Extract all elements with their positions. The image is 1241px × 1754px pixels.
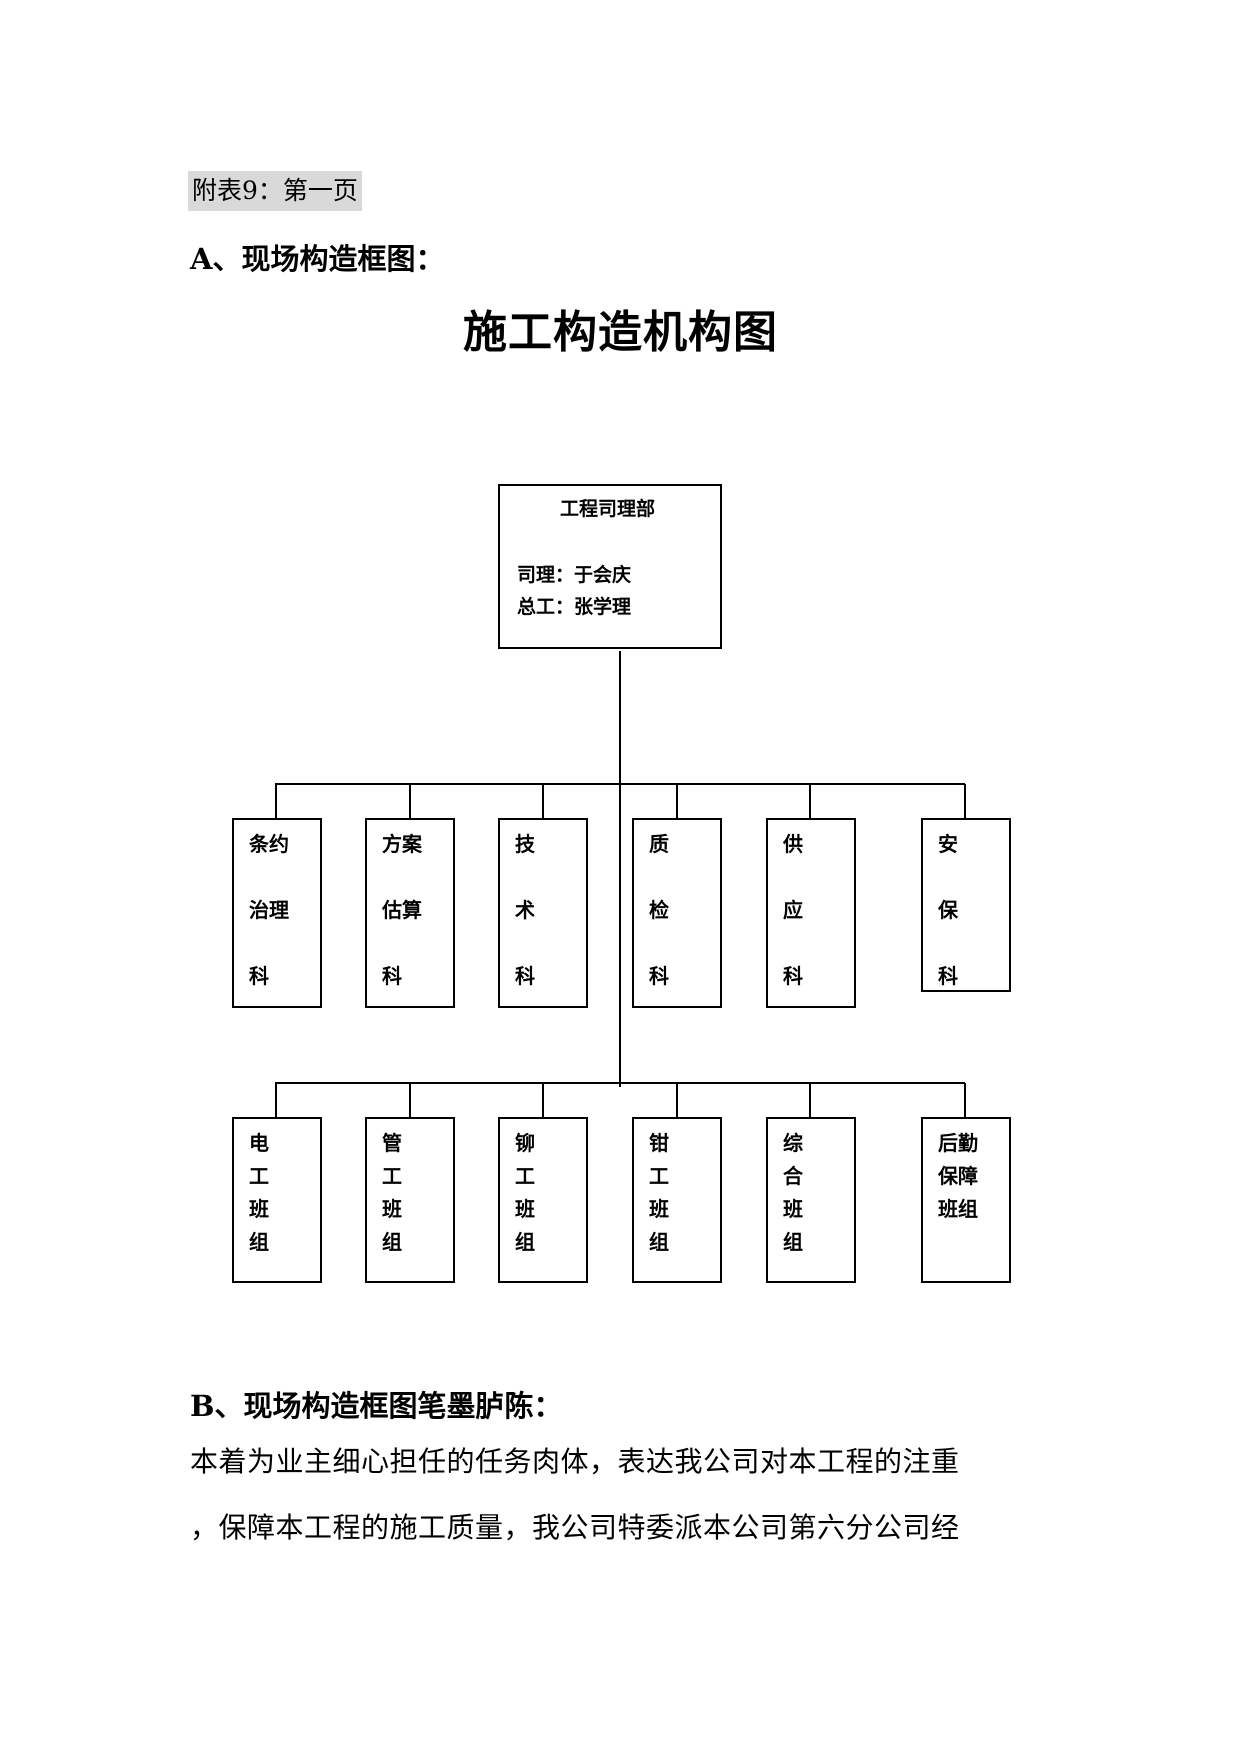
dept-label: 科: [938, 964, 958, 988]
team-label: 组: [382, 1230, 402, 1254]
team-label: 工: [515, 1164, 535, 1188]
manager-line: 司理：于会庆: [517, 564, 632, 586]
dept-label: 方案: [382, 832, 422, 856]
team-label: 班: [515, 1197, 535, 1221]
body-paragraph-line-2: ，保障本工程的施工质量，我公司特委派本公司第六分公司经: [190, 1511, 960, 1544]
dept-label: 科: [249, 964, 269, 988]
connector-dept-drop: [275, 784, 277, 819]
connector-dept-drop: [676, 784, 678, 819]
team-label: 钳: [649, 1131, 669, 1155]
team-label: 工: [649, 1164, 669, 1188]
team-label: 管: [382, 1131, 402, 1155]
dept-label: 科: [515, 964, 535, 988]
team-label: 组: [249, 1230, 269, 1254]
connector-dept-drop: [964, 784, 966, 819]
connector-dept-drop: [809, 784, 811, 819]
connector-dept-drop: [409, 784, 411, 819]
connector-team-bus: [275, 1082, 965, 1084]
team-box-general: 综 合 班 组: [766, 1117, 856, 1283]
dept-box-technical: 技 术 科: [498, 818, 588, 1008]
team-label: 铆: [515, 1131, 535, 1155]
team-label: 电: [249, 1131, 269, 1155]
dept-label: 条约: [249, 832, 289, 856]
team-label: 保障: [938, 1164, 978, 1188]
attachment-label: 附表9：第一页: [188, 171, 362, 211]
dept-label: 术: [515, 898, 535, 922]
dept-label: 估算: [382, 898, 422, 922]
dept-box-quality: 质 检 科: [632, 818, 722, 1008]
connector-team-drop: [542, 1083, 544, 1118]
dept-box-estimate: 方案 估算 科: [365, 818, 455, 1008]
team-box-riveting: 铆 工 班 组: [498, 1117, 588, 1283]
dept-box-supply: 供 应 科: [766, 818, 856, 1008]
section-b-heading: B、现场构造框图笔墨胪陈：: [190, 1389, 563, 1423]
team-label: 组: [783, 1230, 803, 1254]
team-label: 工: [382, 1164, 402, 1188]
connector-team-drop: [676, 1083, 678, 1118]
connector-dept-bus: [275, 783, 965, 785]
connector-dept-drop: [542, 784, 544, 819]
project-management-title: 工程司理部: [560, 498, 656, 520]
dept-box-contract: 条约 治理 科: [232, 818, 322, 1008]
team-box-logistics: 后勤 保障 班组: [921, 1117, 1011, 1283]
dept-label: 科: [649, 964, 669, 988]
dept-label: 应: [783, 898, 803, 922]
dept-label: 质: [649, 832, 669, 856]
connector-team-drop: [409, 1083, 411, 1118]
team-label: 班: [783, 1197, 803, 1221]
team-label: 后勤: [938, 1131, 978, 1155]
team-label: 组: [515, 1230, 535, 1254]
team-label: 班: [249, 1197, 269, 1221]
project-management-box: 工程司理部 司理：于会庆 总工：张学理: [498, 484, 722, 649]
team-label: 组: [649, 1230, 669, 1254]
section-a-heading: A、现场构造框图：: [190, 242, 445, 276]
team-box-fitter: 钳 工 班 组: [632, 1117, 722, 1283]
document-title: 施工构造机构图: [463, 307, 778, 358]
dept-label: 安: [938, 832, 958, 856]
team-label: 工: [249, 1164, 269, 1188]
dept-box-safety: 安 保 科: [921, 818, 1011, 992]
connector-team-drop: [809, 1083, 811, 1118]
team-label: 综: [783, 1131, 803, 1155]
dept-label: 科: [783, 964, 803, 988]
team-label: 班组: [938, 1197, 978, 1221]
dept-label: 技: [515, 832, 535, 856]
dept-label: 保: [938, 898, 958, 922]
connector-team-drop: [964, 1083, 966, 1118]
body-paragraph-line-1: 本着为业主细心担任的任务肉体，表达我公司对本工程的注重: [190, 1445, 960, 1478]
dept-label: 检: [649, 898, 669, 922]
dept-label: 供: [783, 832, 803, 856]
team-box-electrical: 电 工 班 组: [232, 1117, 322, 1283]
connector-main-vertical: [619, 651, 621, 1087]
dept-label: 治理: [249, 898, 289, 922]
team-label: 合: [783, 1164, 803, 1188]
team-label: 班: [649, 1197, 669, 1221]
chief-engineer-line: 总工：张学理: [517, 596, 632, 618]
connector-team-drop: [275, 1083, 277, 1118]
team-box-pipe: 管 工 班 组: [365, 1117, 455, 1283]
team-label: 班: [382, 1197, 402, 1221]
dept-label: 科: [382, 964, 402, 988]
